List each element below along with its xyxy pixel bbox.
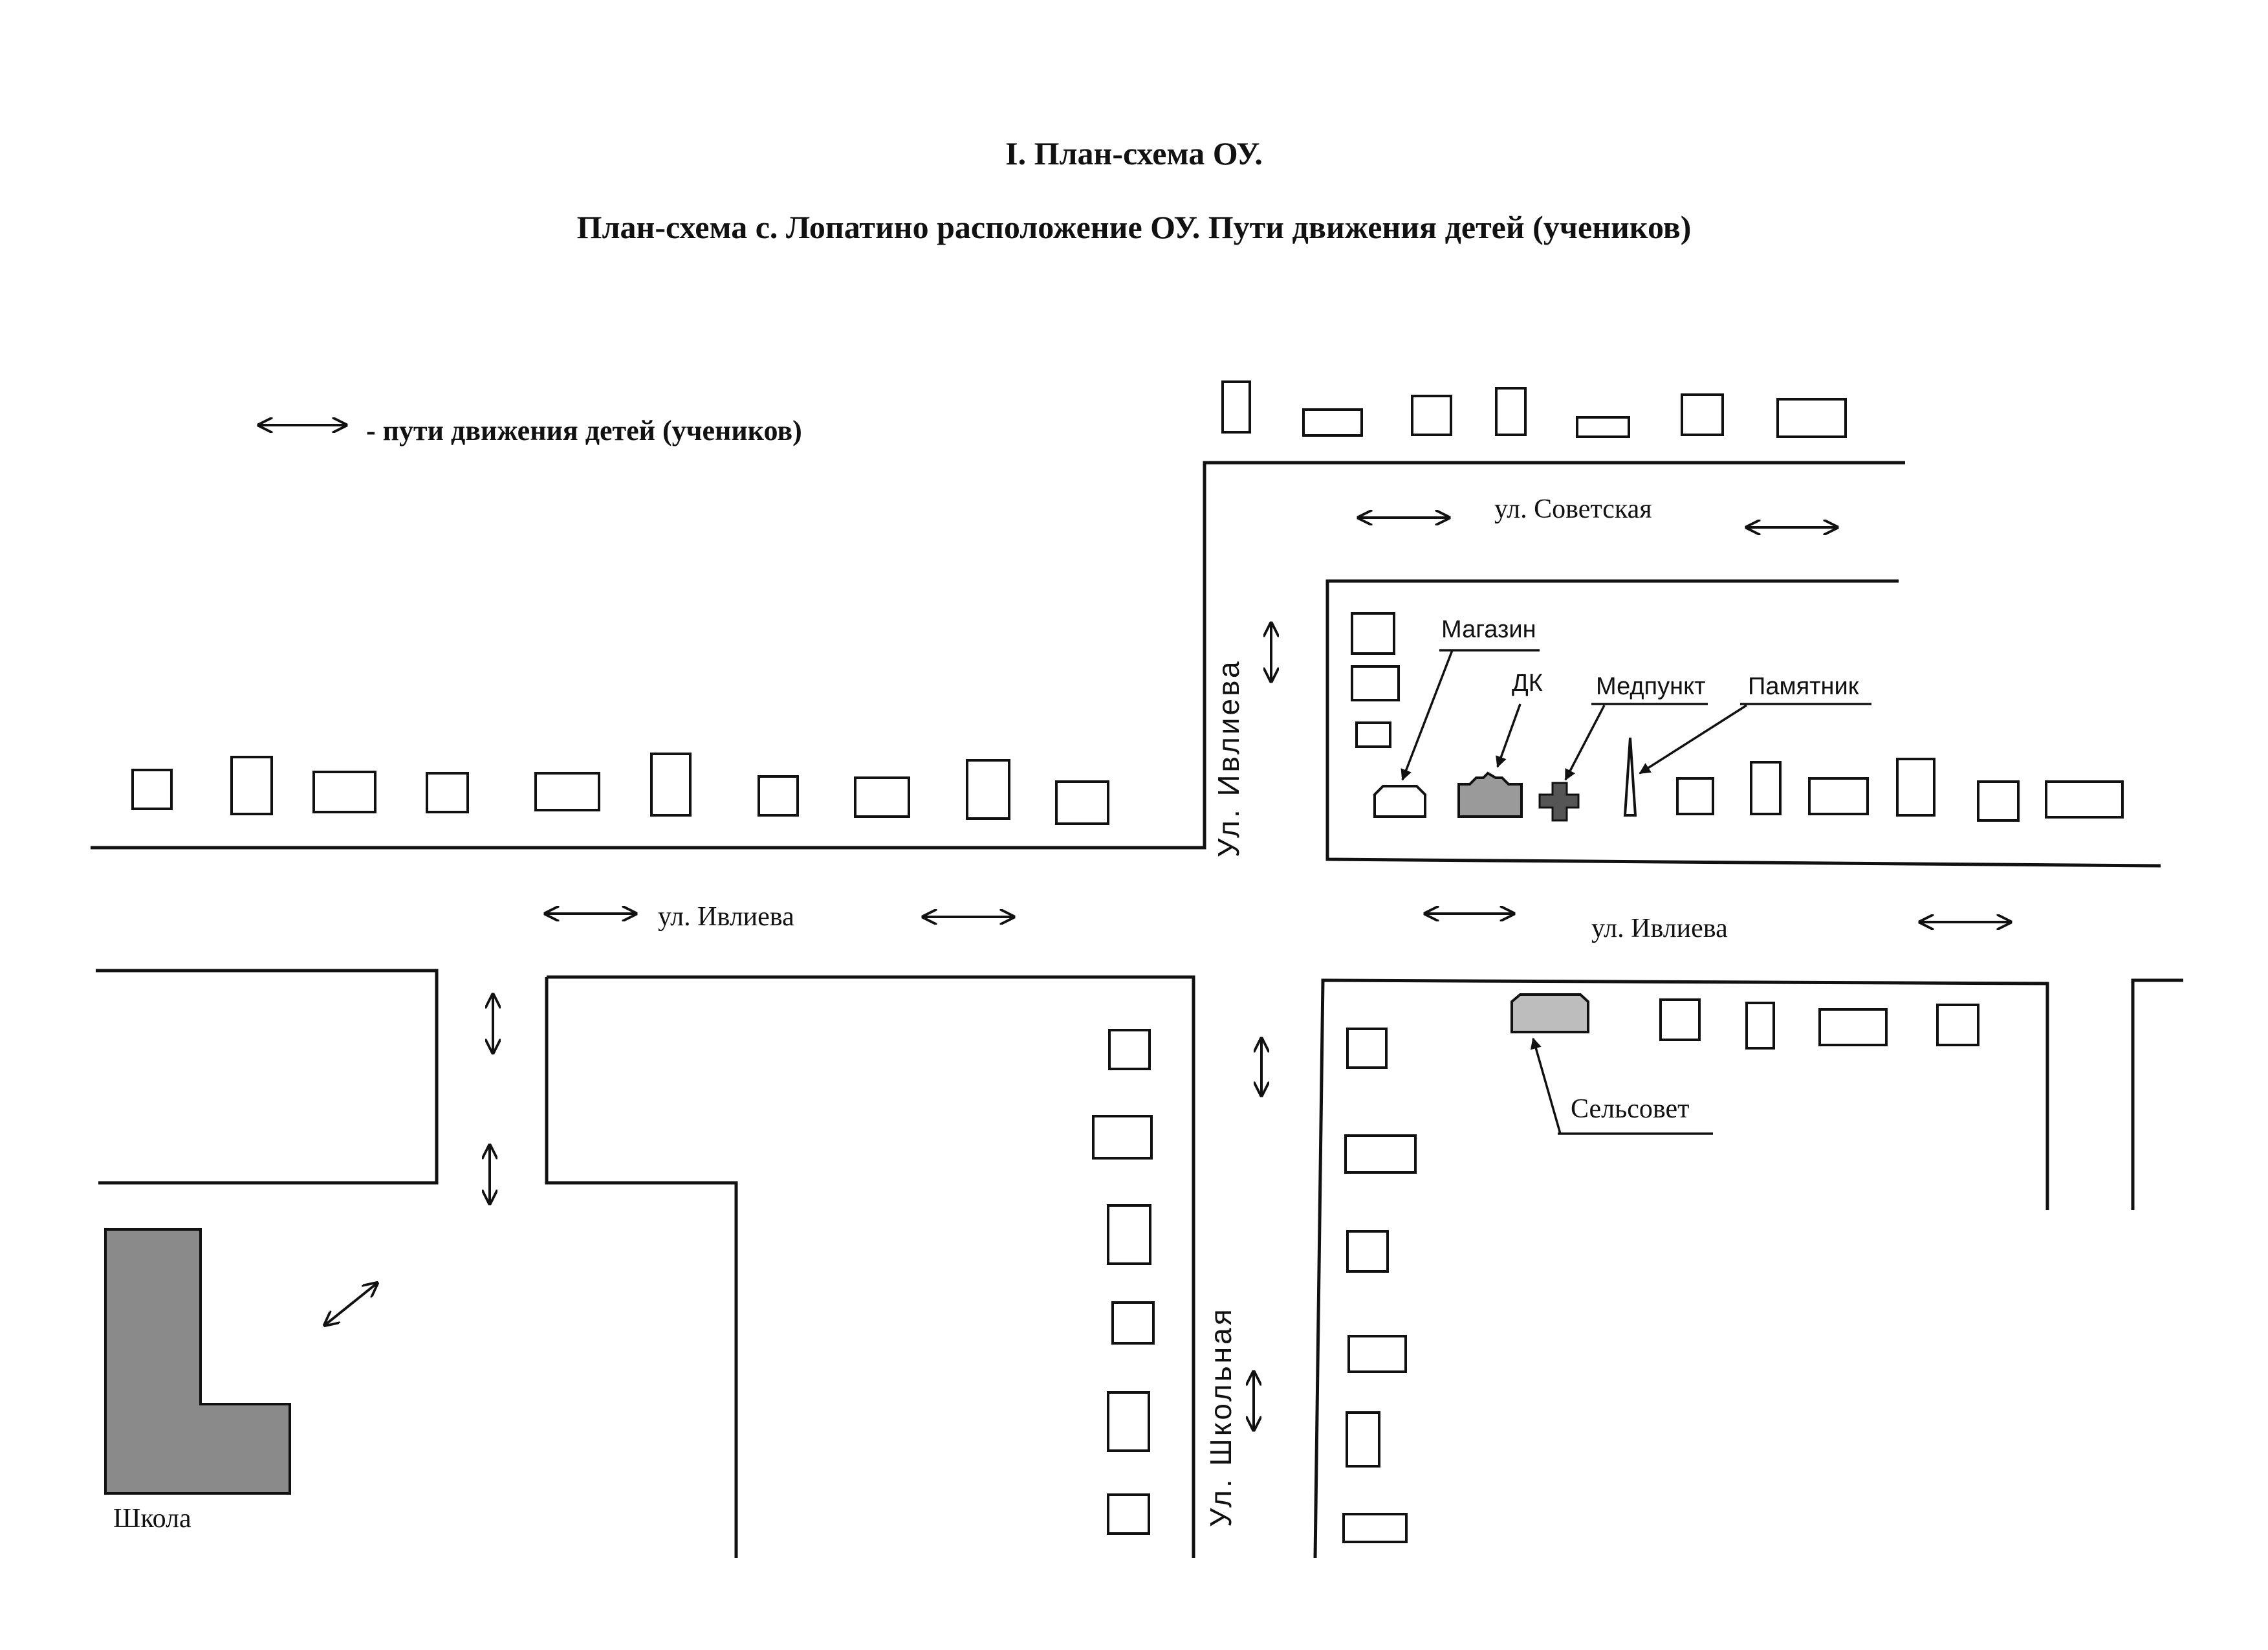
house [1411,395,1452,436]
house [650,753,692,817]
house [1495,387,1527,436]
house [1055,780,1109,825]
place-label-shkola: Школа [113,1504,191,1534]
house [1346,1230,1389,1273]
house [1676,777,1714,815]
house [1576,416,1630,438]
landmarks [104,737,1637,1495]
route-arrows [259,425,2011,1430]
house [1107,1493,1150,1535]
road-edge-ne [1325,579,2161,868]
monument-icon [1623,737,1637,817]
house [1344,1134,1417,1174]
house [1107,1204,1151,1265]
street-label-ivlieva-vertical: Ул. Ивлиева [1212,659,1245,857]
place-label-pamyatnik: Памятник [1748,673,1859,700]
house [1347,1335,1407,1373]
house [2045,780,2124,819]
house [1896,758,1935,817]
house [1342,1513,1408,1543]
house [131,769,173,810]
road-outlines [91,461,2183,1559]
road-edge-se [1313,978,2049,1559]
houses [131,380,2124,1543]
road-edge-s-middle [547,975,1195,1558]
house [1776,398,1847,438]
house [426,772,469,813]
road-edge-sw-block [96,969,439,1185]
house [1818,1008,1888,1046]
house [966,759,1010,820]
street-label-ivlieva-east: ул. Ивлиева [1591,914,1728,943]
culture-house-building-icon [1457,771,1523,818]
road-edge-s-middle-lower [545,977,738,1558]
house [1221,380,1251,434]
page-title: I. План-схема ОУ. [1005,135,1263,171]
house [1681,393,1724,436]
house [1108,1029,1151,1070]
house [758,775,799,817]
label-pointers [1401,649,1871,1135]
house [1351,612,1395,655]
house [1750,761,1782,815]
legend-label: - пути движения детей (учеников) [366,415,802,446]
school-building-icon [104,1228,291,1495]
village-council-building-icon [1510,993,1589,1033]
dk-pointer [1496,703,1521,768]
house [1346,1028,1388,1069]
street-label-shkolnaya: Ул. Школьная [1204,1306,1238,1527]
street-label-ivlieva-west: ул. Ивлиева [658,902,794,932]
magazin-pointer [1401,650,1454,781]
street-label-sovetskaya: ул. Советская [1494,494,1652,524]
medical-cross-icon [1538,782,1580,822]
place-label-magazin: Магазин [1441,616,1536,643]
medpunkt-pointer [1564,705,1606,781]
house [1351,665,1400,701]
house [1977,780,2020,822]
road-edge-se-far [2131,978,2183,1210]
house [534,772,600,811]
shop-building-icon [1373,785,1426,818]
road-edge-nw [91,461,1905,850]
place-label-medpunkt: Медпункт [1596,673,1706,700]
place-label-dk: ДК [1512,670,1543,697]
house [1302,408,1363,437]
route-arrow-school-diagonal [325,1283,377,1325]
house [230,756,273,815]
house [1092,1115,1153,1160]
house [312,771,376,813]
place-label-selsovet: Сельсовет [1571,1094,1690,1124]
house [1659,998,1701,1041]
house [1808,777,1869,815]
pamyatnik-pointer [1639,704,1747,775]
page-subtitle: План-схема с. Лопатино расположение ОУ. … [576,209,1692,245]
house [854,776,910,818]
house [1111,1301,1155,1345]
house [1745,1002,1775,1050]
selsovet-pointer [1530,1037,1562,1134]
house [1346,1411,1380,1468]
house [1107,1391,1150,1452]
house [1936,1004,1979,1046]
house [1355,721,1391,748]
